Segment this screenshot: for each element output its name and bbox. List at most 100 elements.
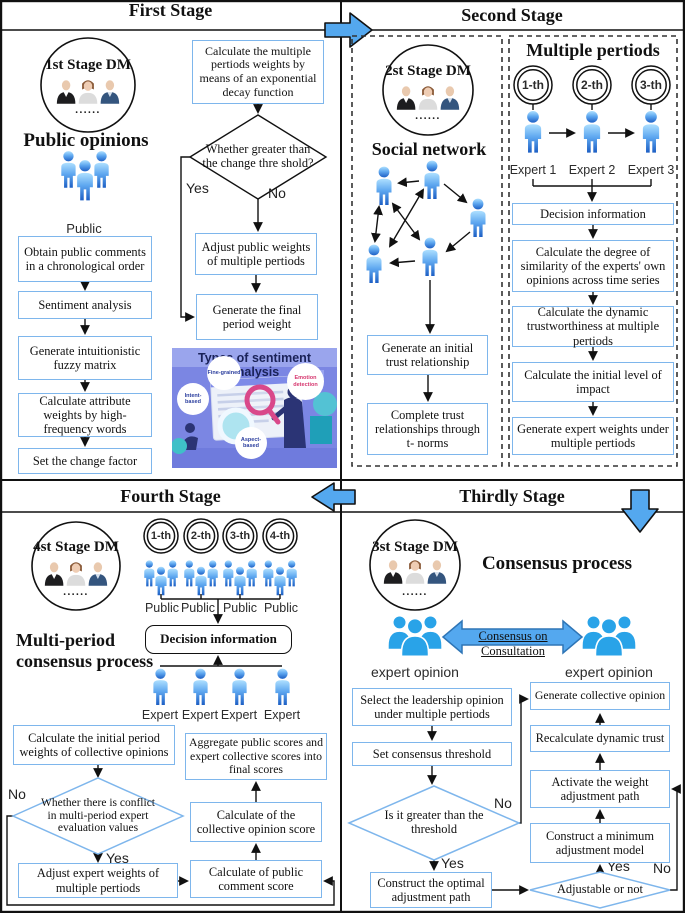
- box-collective-opinion-score: Calculate of the collective opinion scor…: [190, 802, 322, 842]
- network-person-icon: [376, 166, 392, 205]
- box-decision-information: Decision information: [145, 625, 292, 654]
- stage2-dm-label: 2st Stage DM: [385, 63, 471, 79]
- stage2-title: Second Stage: [461, 5, 563, 25]
- box-initial-period-weights: Calculate the initial period weights of …: [13, 725, 175, 765]
- expert-opinion-right-label: expert opinion: [565, 664, 653, 680]
- stage1-title: First Stage: [128, 0, 213, 20]
- threshold-diamond: [347, 785, 521, 861]
- diamond-change-threshold-text: Whether greater than the change thre sho…: [202, 142, 314, 170]
- period-1-label: 1-th: [150, 530, 172, 542]
- bubble-emotion-detection: Emotion detection: [287, 363, 324, 400]
- box-dynamic-trustworthiness: Calculate the dynamic trustworthiness at…: [512, 305, 674, 348]
- period-3-label: 3-th: [640, 78, 662, 92]
- box-calc-period-weights: Calculate the multiple pertiods weights …: [192, 40, 324, 104]
- yes-label: Yes: [186, 180, 209, 196]
- box-optimal-path: Construct the optimal adjustment path: [370, 872, 492, 908]
- box-activate-path: Activate the weight adjustment path: [530, 770, 670, 808]
- bubble-fine-grained: Fine-grained: [207, 356, 241, 390]
- public-group-icon: [61, 151, 108, 200]
- stage2-dm-dots: ......: [415, 110, 441, 122]
- period-2-label: 2-th: [190, 530, 212, 542]
- public-group-label: Public: [263, 601, 299, 615]
- stage3-heading: Consensus process: [481, 553, 633, 574]
- stage3-title: Thirdly Stage: [459, 486, 565, 506]
- adjustable-diamond: [529, 871, 671, 909]
- stage4-title: Fourth Stage: [120, 486, 221, 506]
- bubble-intent-based: Intent-based: [177, 383, 209, 415]
- expert-person-icon: [583, 110, 601, 153]
- box-aggregate-scores: Aggregate public scores and expert colle…: [185, 733, 327, 780]
- expert-person-icon: [642, 110, 660, 153]
- yes-label: Yes: [106, 850, 129, 866]
- yes-label: Yes: [441, 855, 464, 871]
- no-label: No: [268, 185, 286, 201]
- box-change-factor: Set the change factor: [18, 448, 152, 474]
- stage3-dm-dots: ......: [402, 586, 428, 598]
- public-group-label: Public: [222, 601, 258, 615]
- stage-transition-arrows: [311, 12, 659, 533]
- period-2-label: 2-th: [581, 78, 603, 92]
- public-group-icon: [144, 560, 178, 595]
- stage1-heading: Public opinions: [23, 130, 149, 151]
- box-minimum-model: Construct a minimum adjustment model: [530, 823, 670, 863]
- expert-group-icon: [581, 614, 637, 658]
- expert-label: Expert: [181, 708, 219, 722]
- box-final-period-weight: Generate the final period weight: [196, 294, 318, 340]
- public-group-icon: [184, 560, 218, 595]
- stage4-heading-line1: Multi-period: [16, 630, 115, 650]
- arrow-down-icon: [621, 489, 659, 533]
- expert-person-icon: [232, 668, 247, 706]
- box-initial-impact: Calculate the initial level of impact: [512, 362, 674, 402]
- diamond-conflict-text: Whether there is conflict in multi-perio…: [41, 797, 155, 835]
- change-threshold-diamond: [188, 114, 328, 200]
- network-person-icon: [424, 160, 440, 199]
- consensus-arrow-label: Consensus on Consultation: [478, 629, 548, 658]
- arrow-right-icon: [324, 12, 373, 48]
- expert-label: Expert: [220, 708, 258, 722]
- box-sentiment-analysis: Sentiment analysis: [18, 291, 152, 319]
- network-person-icon: [470, 198, 486, 237]
- expert-person-icon: [153, 668, 168, 706]
- expert-person-icon: [275, 668, 290, 706]
- public-label: Public: [66, 221, 102, 236]
- public-group-icon: [223, 560, 257, 595]
- expert2-label: Expert 2: [568, 163, 616, 177]
- period-3-label: 3-th: [229, 530, 251, 542]
- expert-opinion-left-label: expert opinion: [371, 664, 459, 680]
- expert-label: Expert: [263, 708, 301, 722]
- bubble-aspect-based: Aspect-based: [235, 427, 267, 459]
- diamond-adjustable-text: Adjustable or not: [556, 882, 644, 897]
- consensus-double-arrow-icon: [441, 619, 584, 655]
- no-label: No: [8, 786, 26, 802]
- box-expert-weights: Generate expert weights under multiple p…: [512, 417, 674, 455]
- public-group-label: Public: [180, 601, 216, 615]
- box-set-threshold: Set consensus threshold: [352, 742, 512, 766]
- box-recalculate-trust: Recalculate dynamic trust: [530, 725, 670, 752]
- box-select-leadership: Select the leadership opinion under mult…: [352, 688, 512, 726]
- stage2-multiple-heading: Multiple pertiods: [526, 40, 660, 60]
- public-group-icon: [263, 560, 297, 595]
- network-person-icon: [366, 244, 382, 283]
- stage2-graphics: [351, 35, 678, 467]
- box-initial-trust: Generate an initial trust relationship: [367, 335, 488, 375]
- stage1-dm-label: 1st Stage DM: [45, 57, 131, 73]
- sentiment-illustration: Types of sentiment analysis Fine-grained…: [172, 348, 337, 468]
- stage4-dm-label: 4st Stage DM: [33, 539, 119, 555]
- expert-person-icon: [524, 110, 542, 153]
- stage4-graphics: [6, 518, 335, 906]
- network-person-icon: [422, 237, 438, 276]
- expert-person-icon: [193, 668, 208, 706]
- expert-group-icon: [387, 614, 443, 658]
- period-1-label: 1-th: [522, 78, 544, 92]
- stage1-dm-dots: ......: [75, 104, 101, 116]
- stage4-dm-dots: ......: [63, 586, 89, 598]
- stage1-graphics: [40, 37, 328, 447]
- box-tnorms: Complete trust relationships through t- …: [367, 403, 488, 455]
- stage3-dm-label: 3st Stage DM: [372, 539, 458, 555]
- expert-label: Expert: [141, 708, 179, 722]
- arrow-left-icon: [311, 482, 356, 512]
- box-adjust-public-weights: Adjust public weights of multiple pertio…: [195, 233, 317, 275]
